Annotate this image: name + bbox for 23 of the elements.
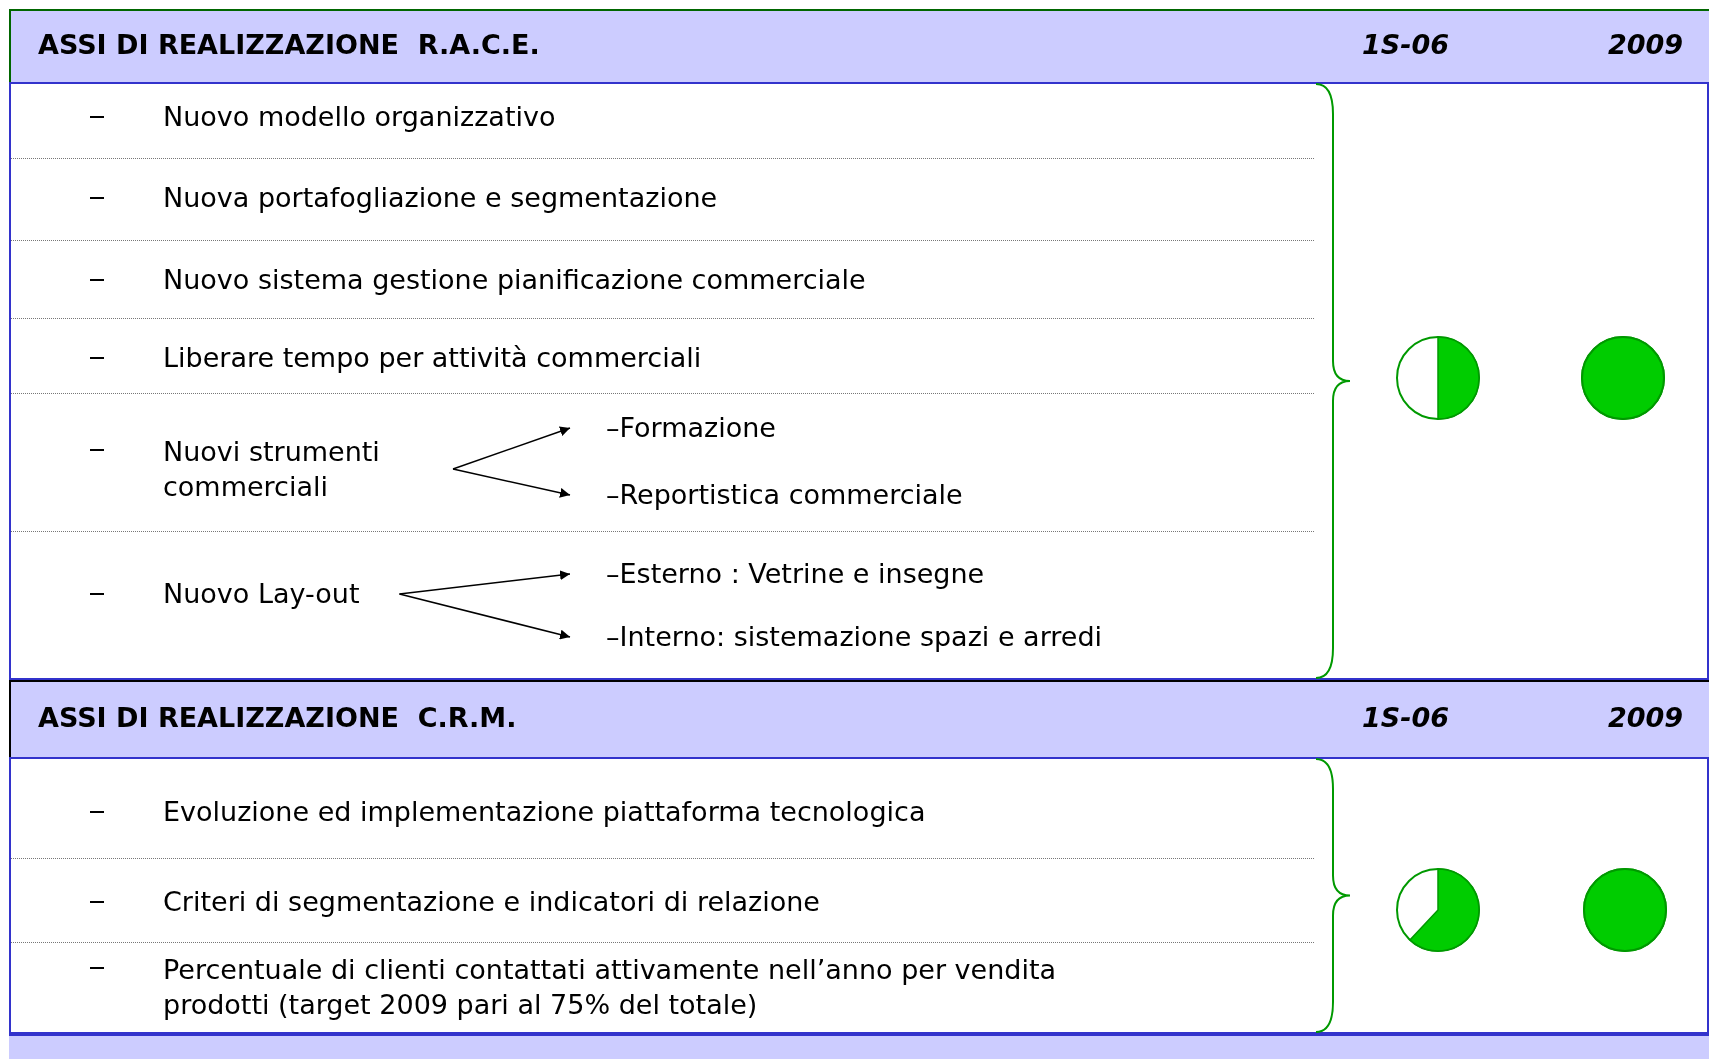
item-text: Nuovi strumenti commerciali [163, 433, 433, 505]
column-header: 2009 [1608, 28, 1684, 63]
column-header: 1S-06 [1362, 28, 1449, 63]
row-text: Percentuale di clienti contattati attivamente nell’anno per vendita prodotti (target 2009 pari al 75% del totale) [163, 952, 1058, 1022]
row-text: Criteri di segmentazione e indicatori di relazione [163, 885, 820, 920]
arrow [452, 426, 571, 470]
arrow [398, 593, 571, 640]
item-text: Nuovo Lay-out [163, 576, 360, 612]
row-text: Nuova portafogliazione e segmentazione [163, 181, 718, 216]
arrow [452, 468, 571, 498]
row-text: Evoluzione ed implementazione piattaforma tecnologica [163, 795, 926, 830]
arrow [398, 570, 571, 595]
item-text: –Esterno : Vetrine e insegne [606, 556, 985, 592]
item-text: –Formazione [606, 410, 776, 446]
section-title: ASSI DI REALIZZAZIONE C.R.M. [38, 701, 517, 736]
row-text: Nuovo modello organizzativo [163, 100, 556, 135]
row-text: Liberare tempo per attività commerciali [163, 341, 702, 376]
section-title: ASSI DI REALIZZAZIONE R.A.C.E. [38, 28, 540, 63]
item-text: –Interno: sistemazione spazi e arredi [606, 619, 1103, 655]
row-text: Nuovo sistema gestione pianificazione commerciale [163, 263, 866, 298]
item-text: –Reportistica commerciale [606, 477, 963, 513]
column-header: 2009 [1608, 701, 1684, 736]
column-header: 1S-06 [1362, 701, 1449, 736]
